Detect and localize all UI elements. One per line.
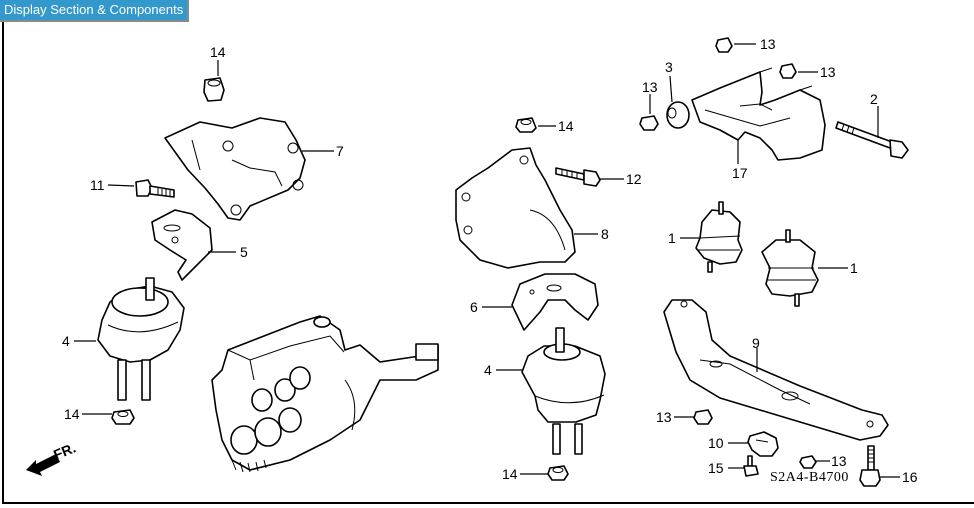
part-spacer-3[interactable] bbox=[666, 101, 690, 129]
part-bushing-10[interactable] bbox=[747, 431, 779, 457]
callout-16: 16 bbox=[902, 469, 918, 485]
part-nut-13-left[interactable] bbox=[639, 115, 659, 131]
callout-11: 11 bbox=[90, 177, 105, 193]
callout-14: 14 bbox=[558, 118, 574, 134]
part-mount-4-center[interactable] bbox=[521, 327, 606, 455]
callout-4: 4 bbox=[484, 362, 492, 378]
callout-6: 6 bbox=[470, 299, 478, 315]
part-bolt-11[interactable] bbox=[135, 179, 175, 198]
part-nut-13-right[interactable] bbox=[779, 63, 797, 79]
part-nut-14-top[interactable] bbox=[203, 77, 225, 102]
part-nut-14-left[interactable] bbox=[111, 409, 135, 425]
callout-5: 5 bbox=[240, 244, 248, 260]
callout-12: 12 bbox=[626, 171, 642, 187]
part-mount-1-right[interactable] bbox=[761, 229, 819, 307]
leader-line bbox=[669, 75, 673, 103]
callout-1: 1 bbox=[850, 260, 858, 276]
callout-8: 8 bbox=[601, 226, 609, 242]
part-nut-14-center[interactable] bbox=[515, 117, 537, 133]
part-bolt-15[interactable] bbox=[743, 455, 759, 477]
callout-13: 13 bbox=[656, 409, 672, 425]
callout-3: 3 bbox=[665, 59, 673, 75]
part-bolt-17[interactable] bbox=[835, 121, 909, 159]
front-direction-arrow-icon bbox=[26, 454, 60, 476]
diagram-code: S2A4-B4700 bbox=[770, 470, 849, 485]
part-shield-5[interactable] bbox=[151, 209, 213, 281]
part-bolt-16[interactable] bbox=[859, 445, 881, 487]
callout-13: 13 bbox=[760, 36, 776, 52]
front-indicator-label: FR. bbox=[51, 439, 78, 462]
callout-13: 13 bbox=[831, 453, 847, 469]
callout-10: 10 bbox=[708, 435, 724, 451]
callout-7: 7 bbox=[336, 143, 344, 159]
callout-14: 14 bbox=[502, 466, 518, 482]
callout-14: 14 bbox=[210, 44, 226, 60]
callout-13: 13 bbox=[820, 64, 836, 80]
part-bracket-8[interactable] bbox=[455, 147, 576, 269]
part-bolt-12[interactable] bbox=[555, 167, 601, 187]
part-crossmember-9[interactable] bbox=[663, 299, 889, 441]
callout-9: 9 bbox=[752, 335, 760, 351]
part-mount-4-left[interactable] bbox=[97, 277, 185, 401]
leader-line bbox=[107, 184, 135, 187]
callout-15: 15 bbox=[708, 460, 724, 476]
part-nut-13-lower-left[interactable] bbox=[693, 409, 713, 425]
callout-14: 14 bbox=[64, 406, 80, 422]
part-nut-13-lower-right[interactable] bbox=[799, 455, 817, 469]
display-section-components-button[interactable]: Display Section & Components bbox=[0, 0, 190, 22]
part-nut-14-bottom[interactable] bbox=[547, 465, 569, 481]
callout-4: 4 bbox=[62, 333, 70, 349]
part-mount-1-left[interactable] bbox=[695, 201, 743, 273]
part-bracket-7[interactable] bbox=[164, 117, 306, 221]
part-nut-13-top[interactable] bbox=[715, 37, 733, 53]
callout-1: 1 bbox=[668, 230, 676, 246]
callout-2: 17 bbox=[732, 165, 748, 181]
callout-13: 13 bbox=[642, 79, 658, 95]
part-bracket-2[interactable] bbox=[691, 67, 826, 161]
engine-assembly[interactable] bbox=[211, 315, 439, 473]
callout-17: 2 bbox=[870, 91, 878, 107]
part-shield-6[interactable] bbox=[511, 273, 599, 331]
